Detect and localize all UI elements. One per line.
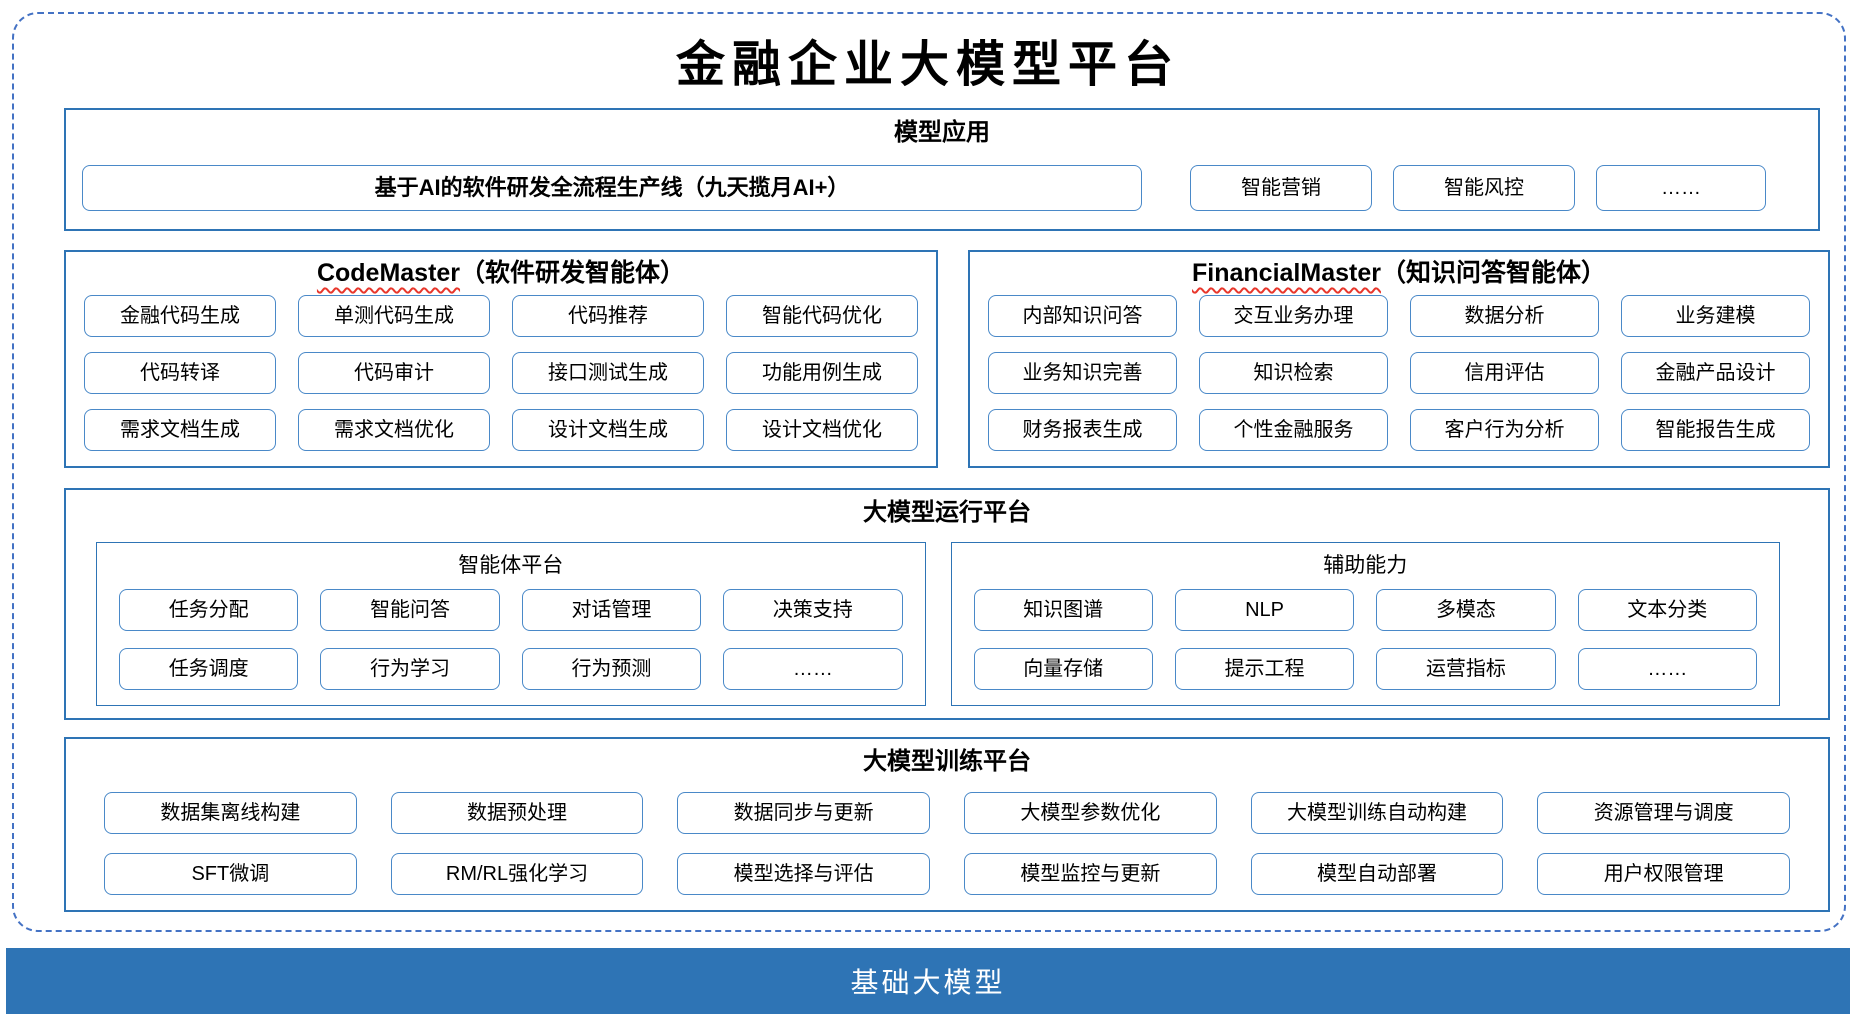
platform-frame (12, 12, 1846, 932)
agent-platform-panel: 智能体平台 任务分配 智能问答 对话管理 决策支持 任务调度 行为学习 行为预测… (96, 542, 926, 706)
page-title: 金融企业大模型平台 (675, 35, 1180, 93)
financialmaster-name: FinancialMaster (1192, 259, 1381, 287)
aux-ability-item: 向量存储 (973, 648, 1153, 690)
training-item: 数据同步与更新 (677, 792, 931, 834)
financialmaster-item: 金融产品设计 (1621, 352, 1810, 394)
financialmaster-item: 财务报表生成 (988, 409, 1177, 451)
codemaster-item: 需求文档生成 (84, 409, 276, 451)
agent-platform-item: 对话管理 (521, 589, 702, 631)
pipeline-box: 基于AI的软件研发全流程生产线（九天揽月AI+） (82, 165, 1142, 211)
codemaster-item: 智能代码优化 (726, 295, 918, 337)
training-item: 用户权限管理 (1537, 853, 1791, 895)
codemaster-item: 金融代码生成 (84, 295, 276, 337)
financialmaster-section: FinancialMaster（知识问答智能体） 内部知识问答 交互业务办理 数… (968, 250, 1830, 468)
codemaster-item: 设计文档生成 (512, 409, 704, 451)
app-item-box: …… (1596, 165, 1766, 211)
codemaster-item: 需求文档优化 (298, 409, 490, 451)
runtime-panels: 智能体平台 任务分配 智能问答 对话管理 决策支持 任务调度 行为学习 行为预测… (66, 542, 1828, 706)
codemaster-item: 单测代码生成 (298, 295, 490, 337)
training-item: 大模型训练自动构建 (1250, 792, 1504, 834)
runtime-section: 大模型运行平台 智能体平台 任务分配 智能问答 对话管理 决策支持 任务调度 行… (64, 488, 1830, 720)
codemaster-name: CodeMaster (316, 259, 461, 287)
model-app-header: 模型应用 (894, 119, 990, 146)
training-item: 模型监控与更新 (964, 853, 1217, 895)
codemaster-item: 功能用例生成 (726, 352, 918, 394)
training-item: 数据预处理 (390, 792, 644, 834)
financialmaster-item: 业务建模 (1621, 295, 1810, 337)
training-item: 模型自动部署 (1250, 853, 1504, 895)
aux-ability-item: 知识图谱 (973, 589, 1153, 631)
codemaster-grid: 金融代码生成 单测代码生成 代码推荐 智能代码优化 代码转译 代码审计 接口测试… (66, 295, 936, 451)
agent-platform-item: 行为预测 (521, 648, 702, 690)
aux-ability-header: 辅助能力 (1323, 554, 1408, 577)
codemaster-section: CodeMaster（软件研发智能体） 金融代码生成 单测代码生成 代码推荐 智… (64, 250, 938, 468)
financialmaster-item: 个性金融服务 (1199, 409, 1388, 451)
aux-ability-item: 文本分类 (1577, 589, 1757, 631)
codemaster-item: 设计文档优化 (726, 409, 918, 451)
financialmaster-title: FinancialMaster（知识问答智能体） (970, 252, 1828, 289)
financialmaster-subtitle: （知识问答智能体） (1380, 259, 1606, 287)
aux-ability-item: NLP (1174, 589, 1355, 631)
agent-platform-item: 任务调度 (119, 648, 299, 690)
financialmaster-item: 智能报告生成 (1621, 409, 1810, 451)
training-item: 资源管理与调度 (1537, 792, 1791, 834)
agent-platform-item: …… (723, 648, 903, 690)
base-model-bar: 基础大模型 (6, 948, 1850, 1014)
base-model-label: 基础大模型 (850, 967, 1006, 998)
training-item: 大模型参数优化 (964, 792, 1217, 834)
codemaster-item: 接口测试生成 (512, 352, 704, 394)
aux-ability-item: 多模态 (1376, 589, 1556, 631)
training-item: SFT微调 (104, 853, 357, 895)
app-item-box: 智能风控 (1393, 165, 1575, 211)
aux-ability-item: …… (1577, 648, 1757, 690)
model-app-section: 模型应用 基于AI的软件研发全流程生产线（九天揽月AI+） 智能营销 智能风控 … (64, 108, 1820, 231)
financialmaster-item: 客户行为分析 (1410, 409, 1599, 451)
codemaster-item: 代码审计 (298, 352, 490, 394)
training-section: 大模型训练平台 数据集离线构建 数据预处理 数据同步与更新 大模型参数优化 大模… (64, 737, 1830, 912)
financialmaster-grid: 内部知识问答 交互业务办理 数据分析 业务建模 业务知识完善 知识检索 信用评估… (970, 295, 1828, 451)
agent-platform-item: 智能问答 (320, 589, 500, 631)
aux-ability-item: 运营指标 (1376, 648, 1556, 690)
financialmaster-item: 内部知识问答 (988, 295, 1177, 337)
training-grid: 数据集离线构建 数据预处理 数据同步与更新 大模型参数优化 大模型训练自动构建 … (66, 792, 1828, 895)
financialmaster-item: 业务知识完善 (988, 352, 1177, 394)
agent-platform-item: 任务分配 (119, 589, 299, 631)
agent-platform-grid: 任务分配 智能问答 对话管理 决策支持 任务调度 行为学习 行为预测 …… (97, 589, 925, 690)
financialmaster-item: 知识检索 (1199, 352, 1388, 394)
codemaster-item: 代码推荐 (512, 295, 704, 337)
training-item: 模型选择与评估 (677, 853, 931, 895)
app-item-box: 智能营销 (1190, 165, 1372, 211)
aux-ability-item: 提示工程 (1174, 648, 1355, 690)
training-item: 数据集离线构建 (104, 792, 357, 834)
codemaster-subtitle: （软件研发智能体） (460, 259, 686, 287)
financialmaster-item: 信用评估 (1410, 352, 1599, 394)
agent-platform-item: 行为学习 (320, 648, 500, 690)
financialmaster-item: 交互业务办理 (1199, 295, 1388, 337)
codemaster-item: 代码转译 (84, 352, 276, 394)
agent-platform-header: 智能体平台 (458, 554, 564, 577)
aux-ability-grid: 知识图谱 NLP 多模态 文本分类 向量存储 提示工程 运营指标 …… (952, 589, 1780, 690)
agent-platform-item: 决策支持 (723, 589, 903, 631)
training-item: RM/RL强化学习 (390, 853, 644, 895)
codemaster-title: CodeMaster（软件研发智能体） (66, 252, 936, 289)
runtime-header: 大模型运行平台 (863, 499, 1031, 526)
training-header: 大模型训练平台 (863, 748, 1031, 775)
financialmaster-item: 数据分析 (1410, 295, 1599, 337)
aux-ability-panel: 辅助能力 知识图谱 NLP 多模态 文本分类 向量存储 提示工程 运营指标 …… (950, 542, 1780, 706)
model-app-row: 基于AI的软件研发全流程生产线（九天揽月AI+） 智能营销 智能风控 …… (66, 165, 1818, 211)
